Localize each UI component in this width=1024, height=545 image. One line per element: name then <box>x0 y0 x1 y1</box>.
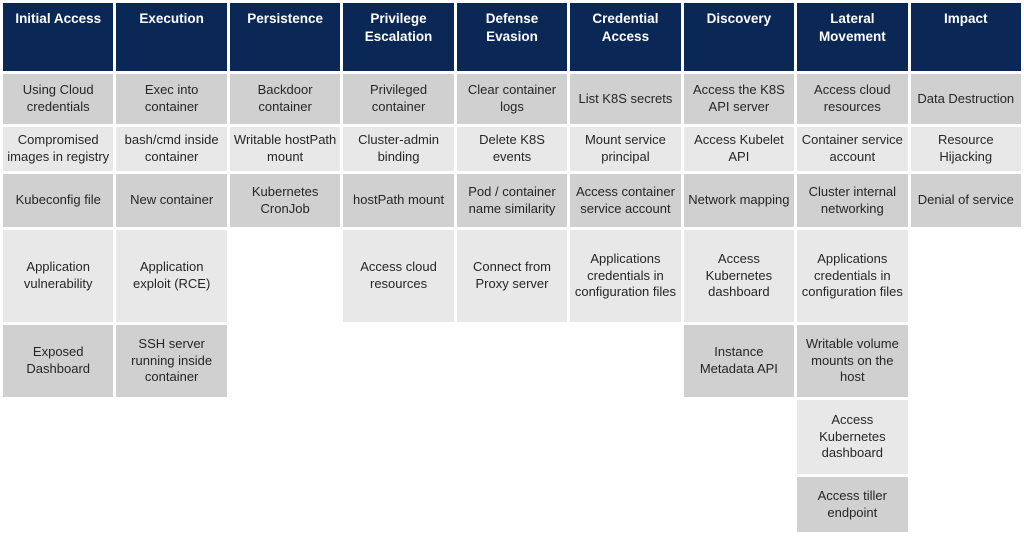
technique-cell: Denial of service <box>910 174 1021 227</box>
technique-cell: Writable volume mounts on the host <box>797 325 908 397</box>
technique-cell: Delete K8S events <box>456 127 568 171</box>
technique-cell: Cluster internal networking <box>797 174 908 227</box>
technique-cell: Access Kubernetes dashboard <box>797 400 908 474</box>
technique-cell: Access cloud resources <box>343 230 454 322</box>
column-header-credential-access: Credential Access <box>570 3 681 71</box>
column-header-persistence: Persistence <box>229 3 341 71</box>
technique-cell: Container service account <box>797 127 908 171</box>
technique-cell: Access the K8S API server <box>683 74 795 124</box>
technique-cell: List K8S secrets <box>570 74 681 124</box>
technique-cell: Writable hostPath mount <box>229 127 341 171</box>
column-header-lateral-movement: Lateral Movement <box>797 3 908 71</box>
technique-cell: Network mapping <box>683 174 795 227</box>
technique-cell: New container <box>116 174 227 227</box>
technique-cell: Instance Metadata API <box>683 325 795 397</box>
technique-cell: Kubeconfig file <box>3 174 114 227</box>
technique-cell: Application exploit (RCE) <box>116 230 227 322</box>
column-header-execution: Execution <box>116 3 227 71</box>
technique-cell: Application vulnerability <box>3 230 114 322</box>
technique-cell: Clear container logs <box>456 74 568 124</box>
technique-cell: bash/cmd inside container <box>116 127 227 171</box>
column-header-privilege-escalation: Privilege Escalation <box>343 3 454 71</box>
column-header-impact: Impact <box>910 3 1021 71</box>
technique-cell: Access tiller endpoint <box>797 477 908 532</box>
technique-cell: Exposed Dashboard <box>3 325 114 397</box>
technique-cell: Access Kubelet API <box>683 127 795 171</box>
technique-cell: Compromised images in registry <box>3 127 114 171</box>
technique-cell: Applications credentials in configuratio… <box>570 230 681 322</box>
column-header-initial-access: Initial Access <box>3 3 114 71</box>
technique-cell: Using Cloud credentials <box>3 74 114 124</box>
column-header-discovery: Discovery <box>683 3 795 71</box>
technique-cell: Applications credentials in configuratio… <box>797 230 908 322</box>
technique-cell: hostPath mount <box>343 174 454 227</box>
technique-cell: Privileged container <box>343 74 454 124</box>
technique-cell: Connect from Proxy server <box>456 230 568 322</box>
technique-cell: Mount service principal <box>570 127 681 171</box>
technique-cell: Kubernetes CronJob <box>229 174 341 227</box>
technique-cell: Cluster-admin binding <box>343 127 454 171</box>
technique-cell: Access container service account <box>570 174 681 227</box>
technique-cell: Resource Hijacking <box>910 127 1021 171</box>
technique-cell: Backdoor container <box>229 74 341 124</box>
technique-cell: Access Kubernetes dashboard <box>683 230 795 322</box>
column-header-defense-evasion: Defense Evasion <box>456 3 568 71</box>
technique-cell: Access cloud resources <box>797 74 908 124</box>
technique-cell: SSH server running inside container <box>116 325 227 397</box>
technique-cell: Pod / container name similarity <box>456 174 568 227</box>
technique-cell: Exec into container <box>116 74 227 124</box>
technique-cell: Data Destruction <box>910 74 1021 124</box>
